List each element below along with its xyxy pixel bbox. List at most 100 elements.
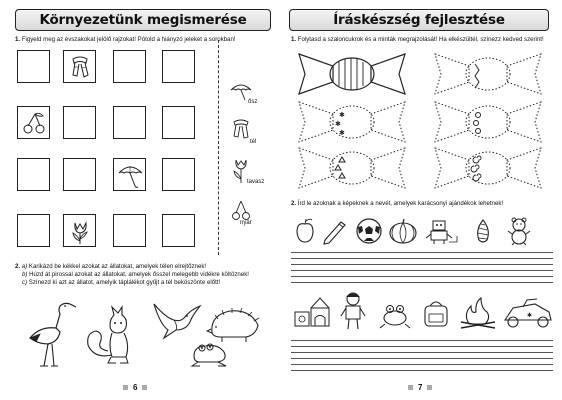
season-label-summer: nyár	[240, 220, 252, 226]
grid-cell-scarf[interactable]	[63, 50, 96, 83]
left-task2-line-a: 2. a) Karikázd be kékkel azokat az állat…	[15, 263, 206, 271]
left-task2-c-text: Színezd ki azt az állatot, amelyik táplá…	[28, 279, 221, 286]
grid-cell-empty[interactable]	[17, 158, 50, 191]
left-page-number-text: 6	[133, 383, 138, 392]
writing-line[interactable]	[291, 340, 553, 341]
left-task2-c-prefix: c)	[22, 279, 28, 286]
left-task2-b-prefix: b)	[22, 271, 28, 278]
teddy-bear-icon[interactable]	[507, 217, 531, 246]
scarf-icon	[72, 56, 89, 78]
right-task2-instruction: 2. Írd le azoknak a képeknek a nevét, am…	[291, 200, 503, 208]
left-page: Környezetünk megismerése 1. Figyeld meg …	[15, 9, 271, 392]
left-task2-b-text: Húzd át pirossal azokat az állatokat, am…	[29, 271, 249, 278]
swallow-icon[interactable]	[150, 300, 202, 340]
svg-text:✱: ✱	[335, 120, 341, 128]
zigzag-pattern	[474, 63, 480, 89]
pencil-icon[interactable]	[323, 221, 346, 245]
grid-cell-empty[interactable]	[162, 106, 195, 139]
spiral-pattern	[470, 155, 482, 182]
right-page-number-text: 7	[418, 383, 423, 392]
left-task2-number: 2.	[15, 263, 21, 270]
grid-cell-umbrella[interactable]	[113, 158, 146, 191]
svg-text:✱: ✱	[339, 129, 345, 137]
grid-cell-empty[interactable]	[162, 214, 195, 247]
candy-dotted-stars	[298, 101, 406, 143]
cherries-icon	[232, 200, 250, 220]
grid-cell-empty[interactable]	[113, 214, 146, 247]
grid-cell-cherries[interactable]	[17, 106, 50, 139]
squirrel-icon[interactable]	[84, 305, 144, 367]
left-task2-a-text: Karikázd be kékkel azokat az állatokat, …	[28, 263, 207, 270]
page-marker-square	[427, 385, 433, 390]
soccer-ball-icon[interactable]	[356, 218, 382, 244]
page-marker-square	[142, 385, 148, 390]
left-task1-instruction: 1. Figyeld meg az évszakokat jelölő rajz…	[15, 36, 236, 44]
writing-line[interactable]	[291, 358, 553, 359]
right-page-number: 7	[408, 383, 433, 392]
toy-blocks-icon[interactable]	[294, 297, 330, 327]
pine-cone-icon[interactable]	[477, 219, 489, 243]
grid-cell-empty[interactable]	[162, 50, 195, 83]
circle-pattern	[473, 112, 481, 134]
writing-line[interactable]	[291, 370, 553, 371]
umbrella-icon	[118, 166, 143, 188]
apple-icon[interactable]	[296, 218, 314, 243]
right-task2-text: Írd le azoknak a képeknek a nevét, amely…	[297, 200, 504, 207]
writing-line[interactable]	[291, 270, 553, 271]
grid-cell-empty[interactable]	[17, 214, 50, 247]
grid-cell-empty[interactable]	[113, 50, 146, 83]
left-task2-a-prefix: a)	[21, 263, 28, 270]
writing-line[interactable]	[291, 346, 553, 347]
svg-text:✱: ✱	[339, 111, 345, 119]
page-marker-square	[408, 385, 413, 390]
column-divider	[218, 40, 219, 255]
left-page-title: Környezetünk megismerése	[15, 9, 271, 31]
gift-row-1	[296, 217, 531, 246]
grid-cell-empty[interactable]	[113, 106, 146, 139]
frog-icon[interactable]	[188, 340, 232, 368]
cherries-icon	[23, 112, 45, 134]
pumpkin-icon[interactable]	[389, 218, 417, 244]
season-label-autumn: ősz	[248, 99, 258, 105]
writing-line[interactable]	[291, 364, 553, 365]
triangle-pattern	[334, 156, 346, 179]
candy-solid-striped	[298, 53, 406, 95]
left-task1-text: Figyeld meg az évszakokat jelölő rajzoka…	[21, 36, 236, 43]
writing-line[interactable]	[291, 258, 553, 259]
backpack-icon[interactable]	[424, 301, 448, 327]
candy-dotted-zigzag	[434, 53, 542, 95]
writing-line[interactable]	[291, 282, 553, 283]
left-page-number: 6	[123, 383, 148, 392]
candy-dotted-circles	[434, 101, 542, 143]
campfire-icon[interactable]	[460, 296, 496, 329]
hedgehog-icon[interactable]	[206, 305, 264, 345]
frog-toy-icon[interactable]	[379, 305, 411, 329]
grid-cell-empty[interactable]	[63, 158, 96, 191]
writing-line[interactable]	[291, 264, 553, 265]
writing-line[interactable]	[291, 252, 553, 253]
race-car-icon[interactable]: ✱	[503, 298, 552, 328]
right-page: Íráskészség fejlesztése 1. Folytasd a sz…	[281, 0, 562, 400]
robot-toy-icon[interactable]	[425, 220, 458, 244]
candy-tracing-area[interactable]: ✱ ✱ ✱	[289, 44, 557, 194]
left-task2-line-b: b) Húzd át pirossal azokat az állatokat,…	[22, 271, 249, 279]
writing-line[interactable]	[291, 276, 553, 277]
right-task2-number: 2.	[291, 200, 297, 207]
grid-cell-tulip[interactable]	[63, 214, 96, 247]
right-task1-number: 1.	[291, 36, 297, 43]
grid-cell-empty[interactable]	[63, 106, 96, 139]
page-marker-square	[123, 385, 128, 390]
season-label-spring: tavasz	[247, 179, 265, 185]
right-task1-text: Folytasd a szaloncukrok és a minták megr…	[297, 36, 544, 43]
grid-cell-empty[interactable]	[17, 50, 50, 83]
candy-dotted-spirals	[434, 147, 542, 189]
right-page-title: Íráskészség fejlesztése	[289, 9, 549, 31]
grid-cell-empty[interactable]	[162, 158, 195, 191]
stork-icon[interactable]	[18, 298, 78, 370]
tulip-icon	[72, 221, 88, 244]
season-label-winter: tél	[250, 139, 257, 145]
svg-text:✱: ✱	[527, 312, 532, 319]
gift-row-2: ✱	[294, 292, 552, 330]
writing-line[interactable]	[291, 352, 553, 353]
child-figure-icon[interactable]	[340, 292, 366, 330]
